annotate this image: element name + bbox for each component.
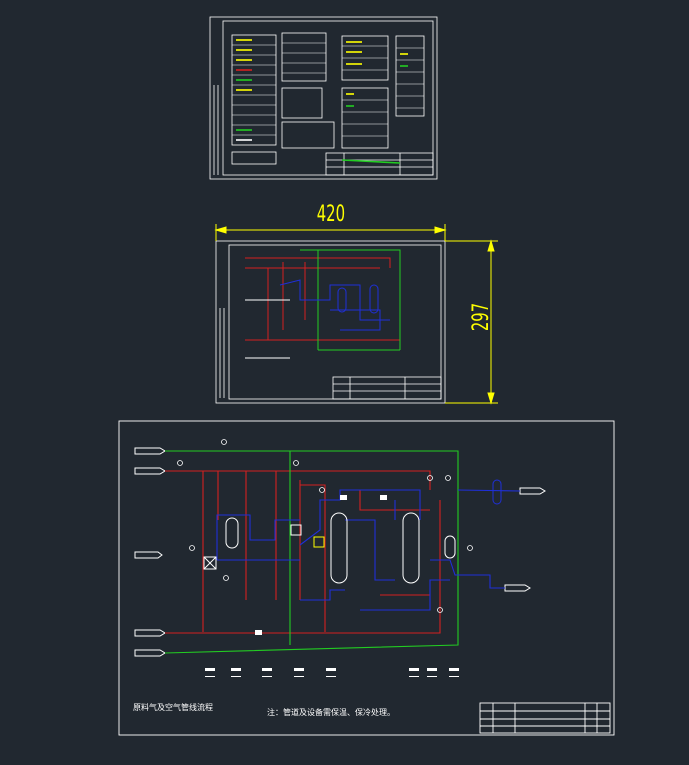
legend-rows [232, 42, 424, 137]
dimension-lines [214, 224, 498, 405]
legend-sheet [209, 16, 438, 180]
main-green-lines [164, 450, 459, 654]
overview-sheet [215, 240, 446, 404]
overview-process-lines [245, 249, 401, 359]
main-blue-lines [216, 489, 521, 611]
main-instruments [177, 439, 473, 613]
width-dimension-label: 420 [316, 202, 346, 227]
drawing-left-note: 原料气及空气管线流程 [133, 703, 213, 712]
main-tag-boxes [205, 495, 459, 677]
drawing-main-note: 注：管道及设备需保温、保冷处理。 [267, 708, 395, 717]
height-dimension-label: 297 [468, 302, 494, 332]
main-sheet [118, 420, 615, 736]
main-red-lines [165, 470, 441, 634]
main-vessels [203, 479, 502, 584]
legend-colour-marks [236, 39, 408, 164]
main-feed-arrows [134, 447, 546, 657]
